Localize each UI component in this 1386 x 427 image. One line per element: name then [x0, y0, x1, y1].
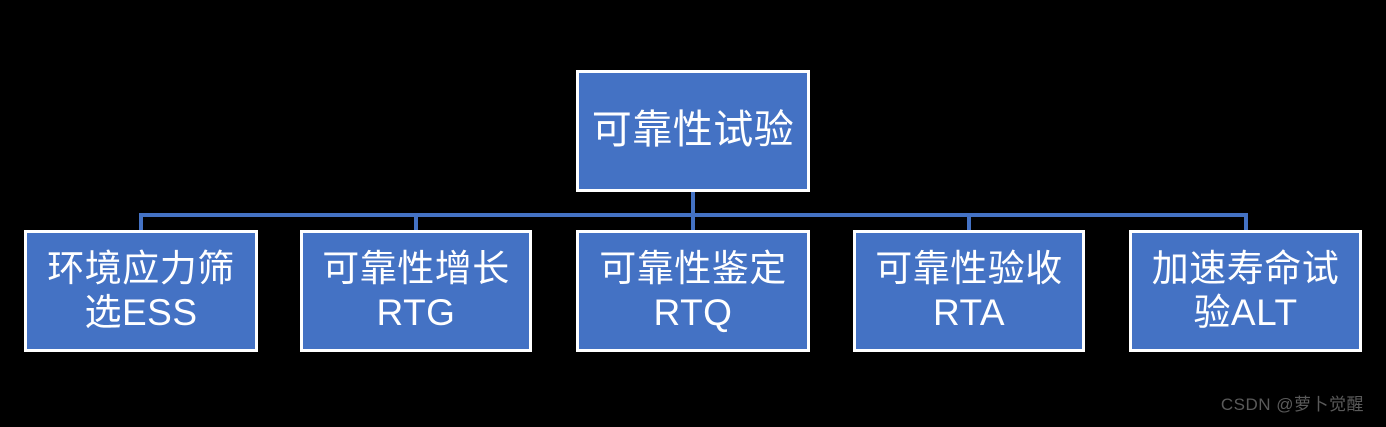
tree-node-alt-label: 加速寿命试验ALT — [1151, 248, 1340, 333]
connector-root-trunk — [691, 192, 695, 216]
connector-drop-child-2 — [691, 213, 695, 232]
tree-node-rtq[interactable]: 可靠性鉴定RTQ — [576, 230, 810, 352]
tree-node-rtg-label: 可靠性增长RTG — [322, 248, 510, 333]
tree-node-root-label: 可靠性试验 — [591, 108, 795, 153]
connector-drop-child-1 — [414, 213, 418, 232]
connector-drop-child-3 — [967, 213, 971, 232]
connector-drop-child-4 — [1244, 213, 1248, 232]
tree-node-rtg[interactable]: 可靠性增长RTG — [300, 230, 532, 352]
tree-node-rta-label: 可靠性验收RTA — [875, 248, 1063, 333]
tree-node-root[interactable]: 可靠性试验 — [576, 70, 810, 192]
tree-node-rtq-label: 可靠性鉴定RTQ — [599, 248, 787, 333]
tree-node-rta[interactable]: 可靠性验收RTA — [853, 230, 1085, 352]
tree-node-ess[interactable]: 环境应力筛选ESS — [24, 230, 258, 352]
tree-node-ess-label: 环境应力筛选ESS — [47, 248, 235, 333]
watermark-text: CSDN @萝卜觉醒 — [1220, 395, 1364, 414]
tree-node-alt[interactable]: 加速寿命试验ALT — [1129, 230, 1362, 352]
connector-drop-child-0 — [139, 213, 143, 232]
